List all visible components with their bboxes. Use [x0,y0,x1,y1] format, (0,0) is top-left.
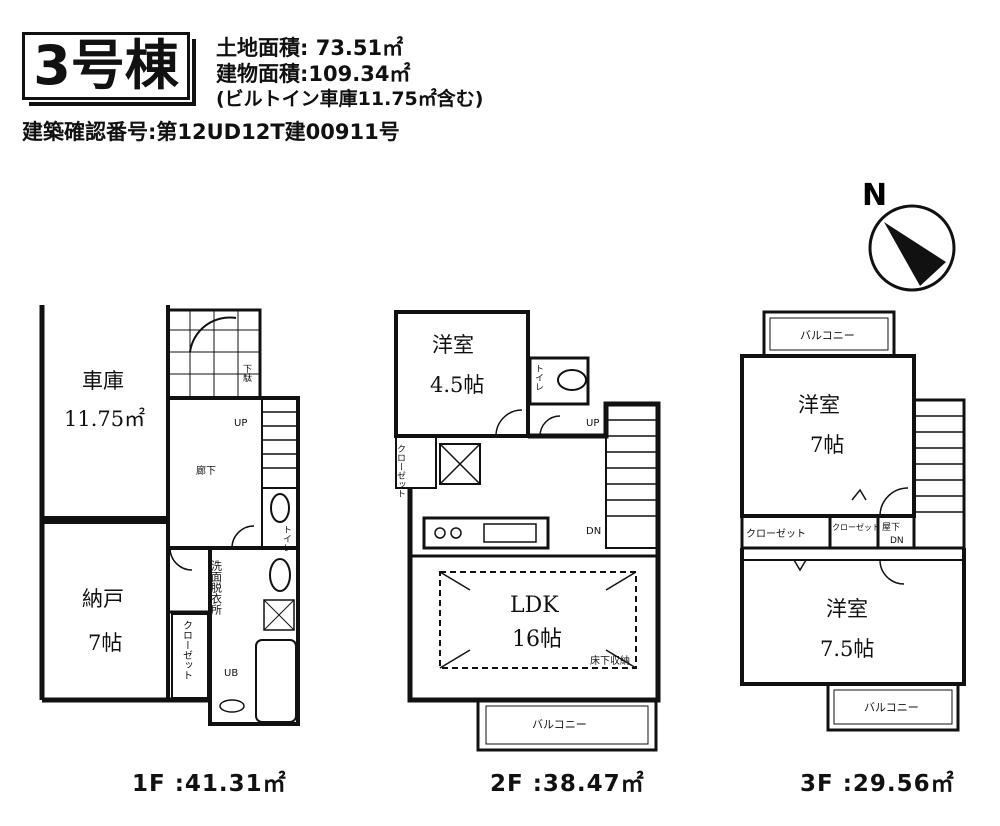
compass-ring [868,204,956,292]
closet-1f-label: クローゼット [181,620,193,680]
land-area-text: 土地面積: 73.51㎡ [216,36,404,60]
washroom-label: 洗面脱衣所 [210,560,223,616]
up-2f-label: UP [586,418,599,429]
closet-3f-b-label: クローゼット [832,522,880,532]
floor-3f-area: 3F :29.56㎡ [800,771,955,797]
floor-2f-area: 2F :38.47㎡ [490,771,645,797]
up-1f-label: UP [234,418,247,429]
toilet-2f-label: トイレ [533,364,544,391]
western-room-2f-size: 4.5帖 [430,373,484,397]
western-room-3f-a-label: 洋室 [798,393,840,417]
closet-2f-label: クローゼット [395,444,406,498]
western-room-3f-b-size: 7.5帖 [820,637,874,661]
hall-1f-label: 廊下 [196,464,216,477]
building-permit-number: 建築確認番号:第12UD12T建00911号 [22,120,400,144]
garage-label: 車庫 [82,369,124,393]
floor-2f [394,310,661,752]
balcony-3f-top-label: バルコニー [800,329,855,342]
ldk-label: LDK [510,593,559,618]
unit-bath-label: UB [224,668,238,679]
ldk-size: 16帖 [512,627,562,652]
compass-needle-icon [884,222,946,286]
western-room-2f-label: 洋室 [432,333,474,357]
attic-hatch-label: 屋下 [882,522,900,533]
down-2f-label: DN [586,526,601,537]
storage-room-label: 納戸 [82,587,124,611]
floor-1f [39,305,300,726]
shoe-cabinet-label: 下駄 [241,364,252,383]
compass: N [862,178,956,292]
toilet-1f-label: トイレ [281,525,292,552]
underfloor-storage-label: 床下収納 [590,654,630,667]
building-number-badge: 3号棟 [22,32,196,106]
storage-room-size: 7帖 [88,631,122,655]
floor-1f-area: 1F :41.31㎡ [132,771,287,797]
western-room-3f-b-label: 洋室 [826,597,868,621]
garage-area: 11.75㎡ [64,407,145,431]
compass-north-label: N [862,178,887,213]
western-room-3f-a-size: 7帖 [810,433,844,457]
balcony-2f-label: バルコニー [532,718,587,731]
garage-included-note: (ビルトイン車庫11.75㎡含む) [216,88,484,110]
closet-3f-a-label: クローゼット [746,528,806,540]
building-area-text: 建物面積:109.34㎡ [216,62,411,86]
balcony-3f-bottom-label: バルコニー [864,701,919,714]
down-3f-label: DN [890,536,904,546]
floor-3f [740,310,966,732]
